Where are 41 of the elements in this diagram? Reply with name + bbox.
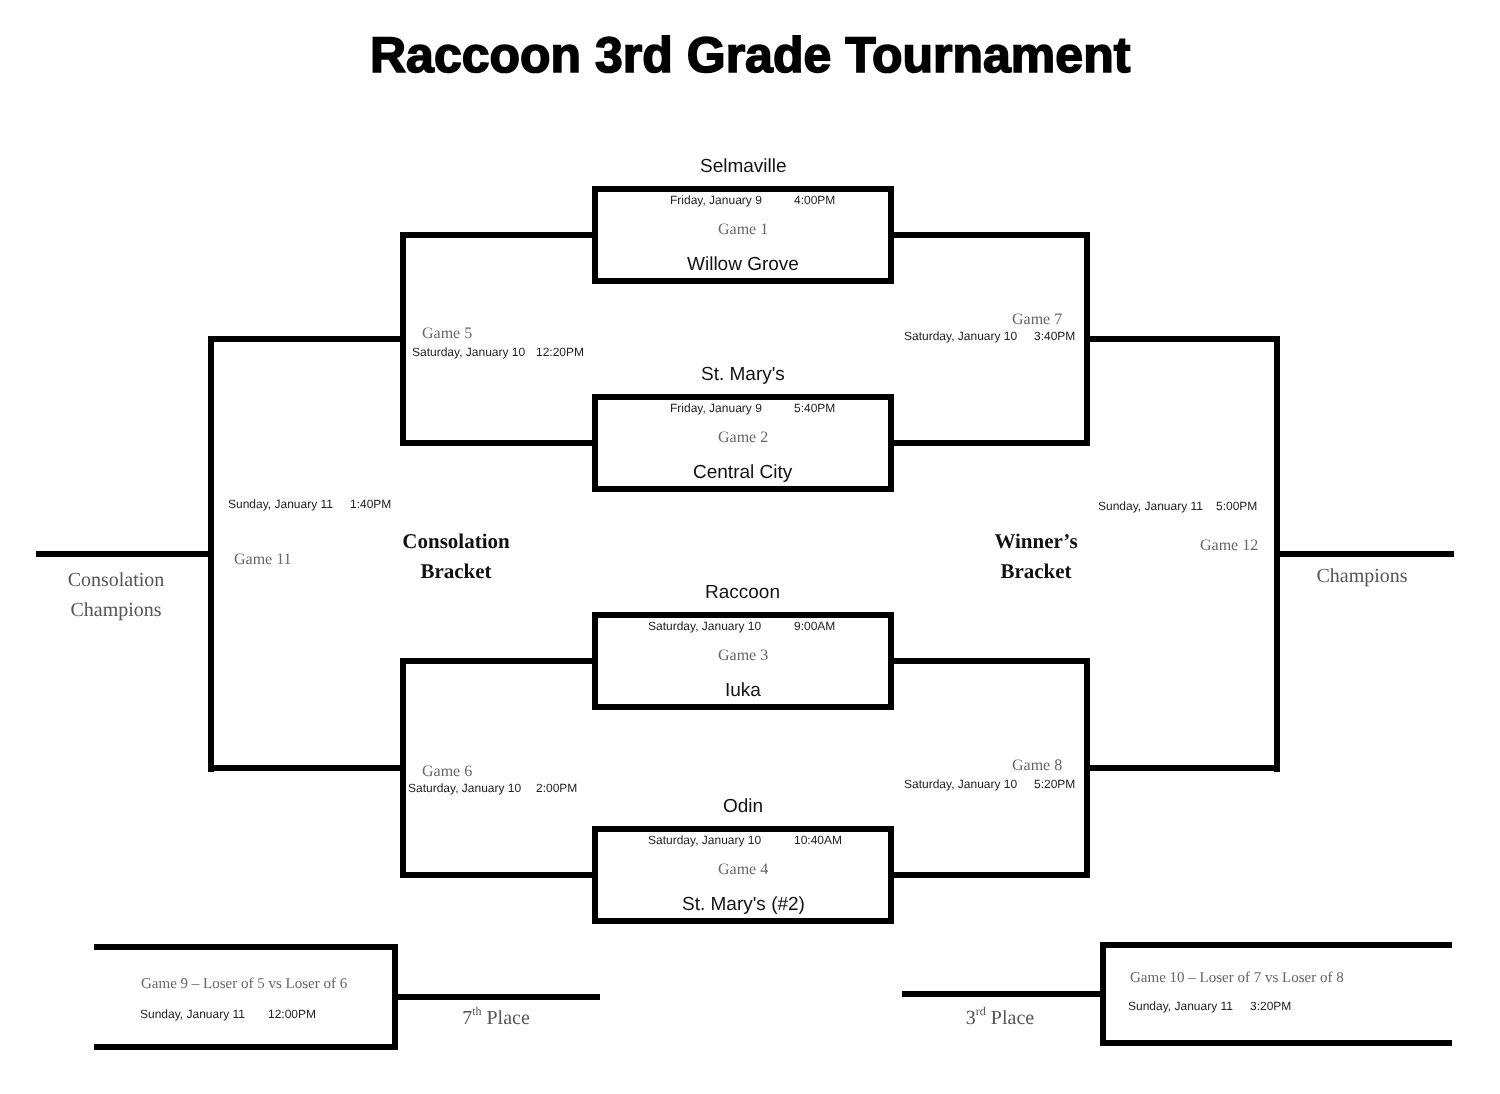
team-name: Raccoon	[705, 582, 780, 604]
bracket-connector	[403, 872, 595, 878]
game-label: Game 11	[234, 550, 292, 568]
bracket-connector	[891, 872, 1087, 878]
edge-label: Consolation Champions	[65, 568, 167, 626]
team-name: St. Mary's	[701, 364, 785, 386]
game-label: Game 12	[1200, 536, 1259, 554]
game-label: Game 2	[718, 427, 769, 445]
game-label: Game 4	[718, 859, 769, 877]
bracket-connector	[403, 658, 595, 664]
bracket-connector	[403, 232, 595, 238]
game-label: Game 3	[718, 645, 769, 663]
game-label: Game 8	[1012, 756, 1063, 774]
team-name: Iuka	[725, 679, 761, 701]
game-label: Game 1	[718, 219, 769, 237]
edge-label: Champions	[1314, 564, 1410, 592]
team-name: Willow Grove	[687, 253, 799, 275]
bracket-connector	[902, 991, 1103, 997]
edge-label: 3$^{rd}$ Place	[963, 1004, 1037, 1034]
bracket-connector	[891, 440, 1087, 446]
game-label: Game 6	[422, 762, 473, 780]
bracket-connector	[1277, 551, 1454, 557]
bracket-connector	[891, 232, 1087, 238]
team-name: Odin	[723, 796, 764, 818]
team-name: Selmaville	[700, 156, 787, 178]
team-name: Central City	[693, 461, 793, 483]
title: Raccoon 3rd Grade Tournament	[370, 26, 1131, 86]
bracket-connector	[211, 336, 403, 342]
section-label: Winner’s Bracket	[992, 530, 1080, 588]
edge-label: 7$^{th}$ Place	[460, 1004, 532, 1034]
bracket-connector	[891, 658, 1087, 664]
bracket-connector	[403, 440, 595, 446]
bracket-connector	[211, 765, 403, 771]
bracket-connector	[395, 994, 600, 1000]
game-label: Game 5	[422, 324, 473, 342]
team-name: St. Mary's (#2)	[682, 893, 805, 915]
game-label: Game 7	[1012, 310, 1063, 328]
section-label: Consolation Bracket	[400, 530, 512, 588]
bracket-connector	[1087, 336, 1277, 342]
bracket-connector	[1087, 765, 1277, 771]
bracket-connector	[36, 551, 211, 557]
